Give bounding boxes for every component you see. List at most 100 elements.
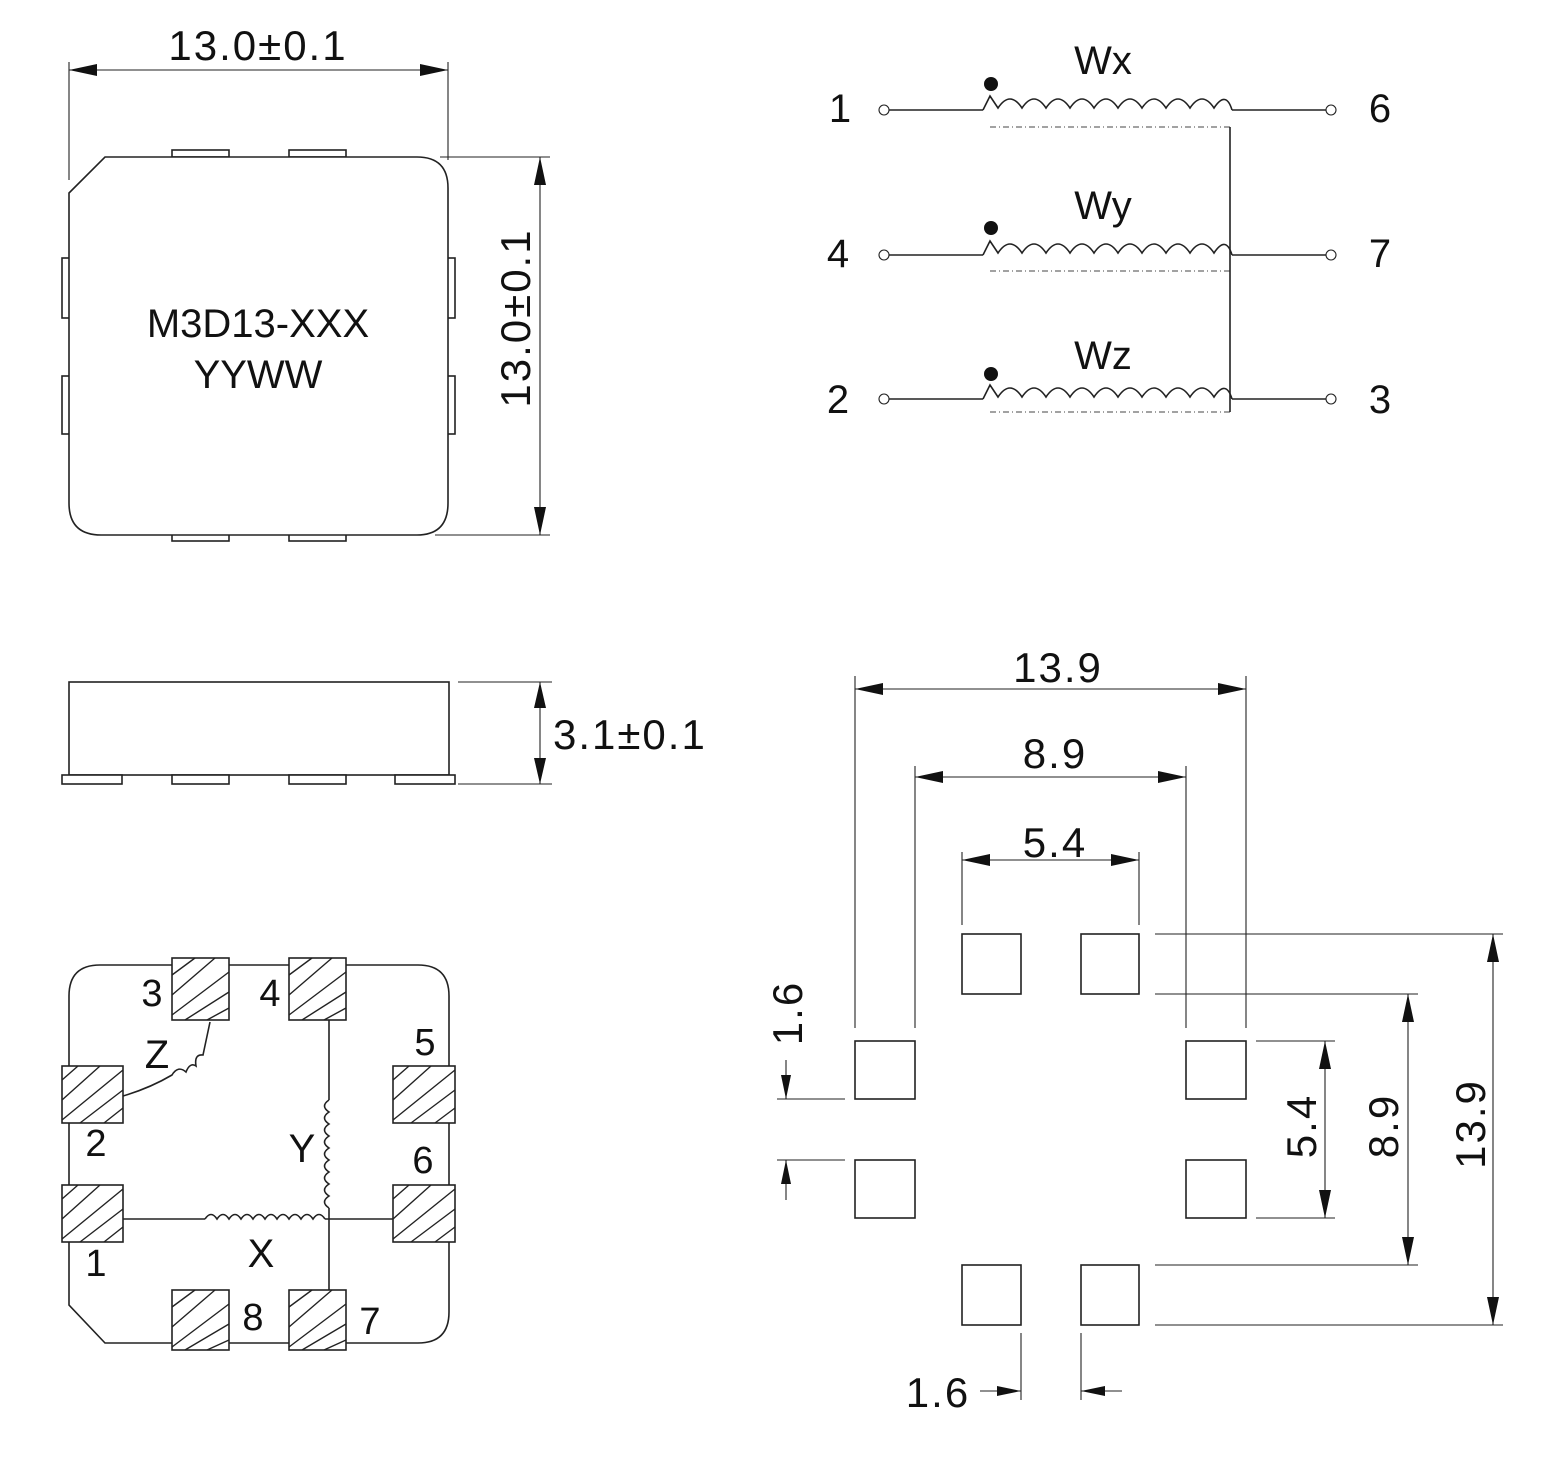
dimension-arrow (1319, 1041, 1331, 1069)
footprint: 13.9 8.9 5.4 1.6 1.6 (764, 644, 1503, 1416)
pad-1 (61, 1184, 124, 1243)
pin-label: 7 (359, 1301, 380, 1343)
dimension-arrow (1158, 771, 1186, 783)
pin-label: 3 (141, 973, 162, 1015)
pad-6 (392, 1184, 456, 1243)
axis-label-y: Y (289, 1127, 316, 1171)
terminal-circle (878, 104, 890, 116)
pad-3 (171, 957, 230, 1021)
terminal-circle (1325, 249, 1337, 261)
axis-label-x: X (248, 1232, 275, 1276)
pin-label: 7 (1369, 232, 1391, 276)
dimension-arrow (1487, 934, 1499, 962)
top-view-width-dimension: 13.0±0.1 (168, 22, 347, 69)
winding-z-coil (122, 1021, 211, 1097)
winding-wz: Wz 2 3 (827, 334, 1391, 422)
side-view-terminal (394, 774, 456, 785)
bottom-view-body (68, 964, 450, 1344)
footprint-pad-size-left: 1.6 (764, 981, 811, 1045)
winding-label: Wz (1074, 334, 1132, 378)
footprint-pad-size-bottom: 1.6 (906, 1369, 970, 1416)
top-view-height-dimension: 13.0±0.1 (492, 228, 539, 407)
top-view: M3D13-XXX YYWW 13.0±0.1 13.0±0.1 (61, 22, 550, 542)
land-pad (961, 1264, 1022, 1326)
dimension-arrow (534, 507, 546, 535)
land-pad (1185, 1159, 1247, 1219)
pad-8 (171, 1289, 230, 1351)
dimension-arrow (69, 64, 97, 76)
footprint-outer-height: 13.9 (1447, 1079, 1494, 1169)
pad-2 (61, 1065, 124, 1124)
dimension-arrow (534, 758, 546, 784)
dimension-arrow (781, 1160, 791, 1184)
winding-wy: Wy 4 7 (827, 184, 1391, 276)
footprint-mid-width: 8.9 (1023, 730, 1087, 777)
winding-label: Wy (1074, 184, 1131, 228)
dimension-arrow (420, 64, 448, 76)
pin-label: 6 (412, 1140, 433, 1182)
winding-schematic: Wx 1 6 Wy 4 7 Wz 2 3 (827, 39, 1391, 422)
terminal-circle (1325, 393, 1337, 405)
pad-4 (288, 957, 347, 1021)
side-view: 3.1±0.1 (61, 681, 707, 785)
winding-coil (982, 239, 1233, 256)
pin-label: 2 (827, 378, 849, 422)
footprint-outer-width: 13.9 (1013, 644, 1103, 691)
land-pad (1080, 1264, 1140, 1326)
top-view-marking-line1: M3D13-XXX (147, 302, 369, 346)
winding-y-coil (323, 1099, 331, 1209)
land-pad (1080, 933, 1140, 995)
dimension-arrow (855, 683, 883, 695)
terminal-circle (878, 393, 890, 405)
top-view-body (68, 156, 449, 536)
bottom-view: 3 4 5 2 6 1 8 7 Z Y X (61, 957, 456, 1351)
winding-label: Wx (1074, 39, 1132, 83)
side-view-terminal (171, 774, 230, 785)
dimension-arrow (534, 157, 546, 185)
footprint-inner-height: 5.4 (1278, 1094, 1325, 1158)
winding-coil (982, 94, 1233, 111)
dimension-arrow (1402, 994, 1414, 1022)
top-view-terminal (288, 149, 347, 158)
polarity-dot (984, 221, 998, 235)
pin-label: 1 (85, 1243, 106, 1285)
pin-label: 4 (827, 232, 849, 276)
polarity-dot (984, 77, 998, 91)
footprint-inner-width: 5.4 (1023, 819, 1087, 866)
terminal-circle (1325, 104, 1337, 116)
dimension-arrow (1487, 1297, 1499, 1325)
pad-7 (288, 1289, 347, 1351)
side-view-height-dimension: 3.1±0.1 (553, 711, 707, 758)
top-view-marking-line2: YYWW (194, 353, 323, 397)
axis-label-z: Z (145, 1033, 169, 1077)
footprint-mid-height: 8.9 (1360, 1094, 1407, 1158)
winding-wx: Wx 1 6 (829, 39, 1391, 131)
pin-label: 1 (829, 87, 851, 131)
dimension-arrow (1402, 1237, 1414, 1265)
pad-5 (392, 1065, 456, 1124)
land-pad (961, 933, 1022, 995)
dimension-arrow (781, 1075, 791, 1099)
side-view-terminal (288, 774, 347, 785)
pin-label: 3 (1369, 378, 1391, 422)
top-view-terminal (171, 149, 230, 158)
polarity-dot (984, 367, 998, 381)
pin-label: 4 (259, 973, 280, 1015)
dimension-arrow (962, 854, 990, 866)
side-view-terminal (61, 774, 123, 785)
dimension-arrow (1081, 1386, 1105, 1396)
land-pad (854, 1040, 916, 1100)
winding-x-coil (204, 1213, 326, 1221)
pin-label: 6 (1369, 87, 1391, 131)
dimension-arrow (1111, 854, 1139, 866)
pin-label: 2 (85, 1123, 106, 1165)
land-pad (1185, 1040, 1247, 1100)
dimension-arrow (915, 771, 943, 783)
dimension-arrow (1218, 683, 1246, 695)
dimension-arrow (534, 682, 546, 708)
land-pad (854, 1159, 916, 1219)
terminal-circle (878, 249, 890, 261)
side-view-body (68, 681, 450, 776)
winding-coil (982, 383, 1233, 400)
